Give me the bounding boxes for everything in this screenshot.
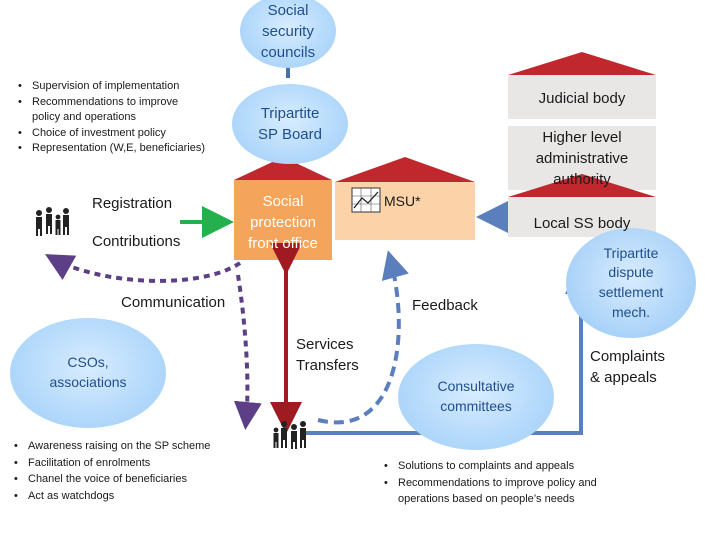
msu-label: MSU* bbox=[384, 193, 421, 209]
social-security-councils-label: Social security councils bbox=[260, 1, 316, 61]
contributions-label: Contributions bbox=[92, 233, 181, 250]
people-icon-bottom bbox=[273, 421, 306, 449]
committee-function-item: Solutions to complaints and appeals bbox=[384, 458, 674, 475]
cso-functions-list: Awareness raising on the SP scheme Facil… bbox=[14, 438, 264, 504]
social-security-councils-ellipse: Social security councils bbox=[240, 0, 336, 68]
communication-arc bbox=[45, 254, 242, 283]
communication-label: Communication bbox=[121, 294, 226, 311]
people-icon-left bbox=[36, 207, 69, 236]
tripartite-sp-board-ellipse: Tripartite SP Board bbox=[232, 84, 348, 164]
communication-arc-lower bbox=[233, 274, 262, 430]
tripartite-dispute-ellipse: Tripartite dispute settlement mech. bbox=[566, 228, 696, 338]
msu-roof bbox=[335, 157, 475, 182]
cso-function-item: Awareness raising on the SP scheme bbox=[14, 438, 264, 455]
csos-associations-ellipse: CSOs, associations bbox=[10, 318, 166, 428]
council-functions-list: Supervision of implementation Recommenda… bbox=[18, 79, 248, 157]
judicial-body-label: Judicial body bbox=[538, 90, 626, 107]
cso-function-item: Act as watchdogs bbox=[14, 488, 264, 505]
consultative-committees-label: Consultative committees bbox=[437, 378, 515, 414]
cso-function-item: Facilitation of enrolments bbox=[14, 455, 264, 472]
cso-function-item: Chanel the voice of beneficiaries bbox=[14, 471, 264, 488]
councils-connector bbox=[286, 64, 290, 78]
judicial-roof bbox=[508, 52, 656, 75]
council-function-item: Representation (W,E, beneficiaries) bbox=[18, 141, 248, 157]
complaints-appeals-label: Complaints & appeals bbox=[590, 348, 666, 386]
consultative-committees-ellipse: Consultative committees bbox=[398, 344, 554, 450]
council-function-item: Choice of investment policy bbox=[18, 126, 248, 142]
local-ss-roof bbox=[508, 174, 656, 197]
committee-function-item: Recommendations to improve policy and op… bbox=[384, 475, 674, 508]
local-ss-body-label: Local SS body bbox=[533, 215, 631, 232]
front-office-label: Social protection front office bbox=[248, 193, 318, 252]
tripartite-dispute-label: Tripartite dispute settlement mech. bbox=[598, 244, 664, 320]
judicial-body-box bbox=[508, 75, 656, 119]
council-function-item: Recommendations to improve policy and op… bbox=[18, 95, 248, 126]
council-function-item: Supervision of implementation bbox=[18, 79, 248, 95]
tripartite-sp-board-label: Tripartite SP Board bbox=[258, 105, 322, 143]
front-office-roof bbox=[234, 157, 332, 180]
services-transfers-label: Services Transfers bbox=[296, 336, 359, 374]
msu-chart-icon bbox=[351, 187, 381, 213]
feedback-label: Feedback bbox=[412, 297, 478, 314]
feedback-arc bbox=[317, 250, 409, 425]
committee-functions-list: Solutions to complaints and appeals Reco… bbox=[384, 458, 674, 508]
higher-authority-label: Higher level administrative authority bbox=[535, 129, 629, 188]
csos-associations-label: CSOs, associations bbox=[49, 354, 127, 390]
complaints-arrow bbox=[302, 262, 597, 435]
registration-label: Registration bbox=[92, 195, 173, 212]
